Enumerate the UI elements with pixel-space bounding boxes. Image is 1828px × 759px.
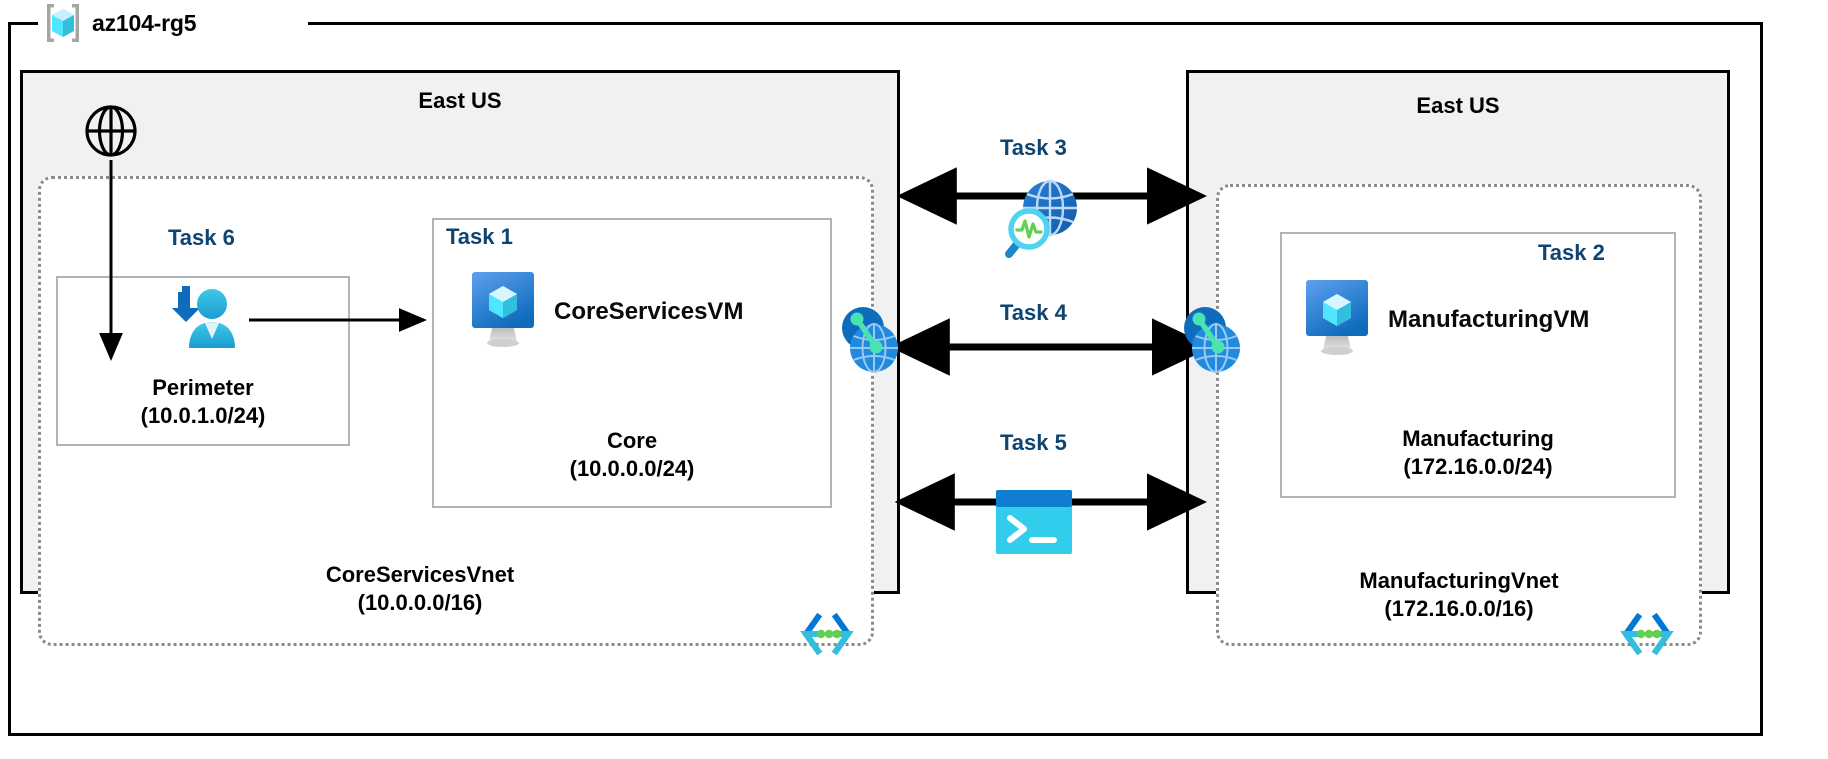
subnet-name-manufacturing: Manufacturing	[1402, 426, 1554, 451]
task-label-4: Task 4	[1000, 300, 1067, 325]
subnet-label-core: Core (10.0.0.0/24)	[432, 427, 832, 483]
vm-name-manufacturing: ManufacturingVM	[1388, 305, 1590, 333]
virtual-network-icon	[800, 612, 854, 661]
region-label-left: East US	[418, 88, 502, 113]
task-label-6: Task 6	[168, 225, 235, 250]
subnet-name-perimeter: Perimeter	[152, 375, 254, 400]
task-label-2: Task 2	[1538, 240, 1605, 265]
subnet-cidr-core: (10.0.0.0/24)	[569, 456, 695, 482]
vm-name-core-services: CoreServicesVM	[554, 297, 744, 325]
vm-manufacturing: ManufacturingVM	[1302, 276, 1589, 363]
resource-group-title-backdrop	[38, 4, 308, 44]
vnet-cidr-manufacturing: (172.16.0.0/16)	[1384, 596, 1534, 622]
subnet-cidr-manufacturing: (172.16.0.0/24)	[1403, 454, 1553, 480]
task-label-3: Task 3	[1000, 135, 1067, 160]
virtual-machine-icon	[468, 268, 538, 355]
subnet-label-manufacturing: Manufacturing (172.16.0.0/24)	[1280, 425, 1676, 481]
vnet-cidr-core-services: (10.0.0.0/16)	[357, 590, 483, 616]
vnet-peering-icon	[838, 300, 904, 383]
vnet-label-core-services: CoreServicesVnet (10.0.0.0/16)	[140, 561, 700, 617]
resource-group-name: az104-rg5	[92, 9, 197, 36]
virtual-network-icon	[1620, 612, 1674, 661]
azure-resource-group-icon	[40, 0, 86, 46]
subnet-cidr-perimeter: (10.0.1.0/24)	[140, 403, 266, 429]
subnet-label-perimeter: Perimeter (10.0.1.0/24)	[56, 374, 350, 430]
task-label-1: Task 1	[446, 224, 513, 249]
cloud-shell-terminal-icon	[996, 490, 1072, 559]
vnet-name-manufacturing: ManufacturingVnet	[1359, 568, 1559, 593]
internet-globe-icon	[84, 104, 138, 163]
subnet-box-manufacturing	[1280, 232, 1676, 498]
task-label-5: Task 5	[1000, 430, 1067, 455]
resource-group-frame	[8, 22, 1763, 736]
virtual-machine-icon	[1302, 276, 1372, 363]
region-label-right: East US	[1416, 93, 1500, 118]
subnet-box-core	[432, 218, 832, 508]
vnet-label-manufacturing: ManufacturingVnet (172.16.0.0/16)	[1236, 567, 1682, 623]
vnet-peering-icon	[1180, 300, 1246, 383]
resource-group-title: az104-rg5	[40, 0, 197, 46]
network-watcher-globe-magnifier-icon	[1000, 176, 1084, 265]
subnet-name-core: Core	[606, 428, 658, 453]
vnet-name-core-services: CoreServicesVnet	[325, 562, 515, 587]
vm-core-services: CoreServicesVM	[468, 268, 743, 355]
user-inbound-icon	[160, 282, 246, 367]
